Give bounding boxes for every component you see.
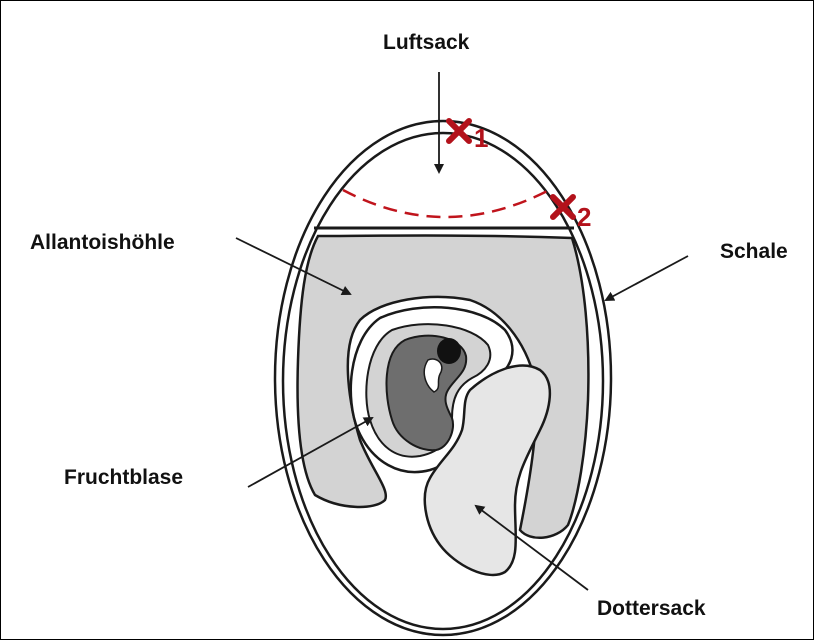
embryo-eye: [437, 338, 461, 364]
label-allantois: Allantoishöhle: [30, 232, 175, 253]
label-air-sack: Luftsack: [383, 32, 469, 53]
marker-number-1: 1: [474, 125, 488, 151]
label-amnion: Fruchtblase: [64, 467, 183, 488]
marker-number-2: 2: [577, 204, 591, 230]
label-shell: Schale: [720, 241, 788, 262]
arrow-shell: [606, 256, 688, 300]
label-yolk-sac: Dottersack: [597, 598, 706, 619]
